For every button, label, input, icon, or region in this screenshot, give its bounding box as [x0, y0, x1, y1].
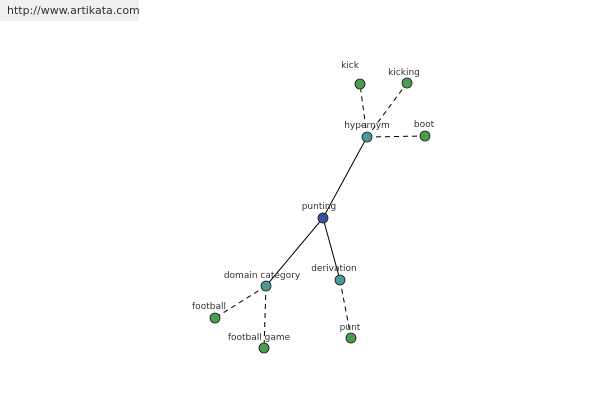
node-football-game[interactable] [258, 342, 270, 354]
label-football-game[interactable]: football game [228, 333, 291, 343]
node-punting[interactable] [317, 212, 329, 224]
edge-punting-domain-category [265, 217, 324, 287]
graph-nodes [209, 77, 431, 354]
node-domain-category[interactable] [260, 280, 272, 292]
edge-punting-derivation [322, 217, 341, 281]
node-football[interactable] [209, 312, 221, 324]
node-hypernym[interactable] [361, 131, 373, 143]
edge-hypernym-boot [366, 135, 426, 138]
label-kick[interactable]: kick [341, 61, 360, 71]
graph-labels: punting hypernym domain category derivation… [192, 61, 435, 343]
site-url-link[interactable]: http://www.artikata.com [0, 0, 140, 21]
node-kick[interactable] [354, 78, 366, 90]
label-punting[interactable]: punting [302, 202, 337, 212]
node-boot[interactable] [419, 130, 431, 142]
node-punt[interactable] [345, 332, 357, 344]
edge-derivation-punt [339, 279, 352, 339]
label-boot[interactable]: boot [414, 120, 435, 130]
label-derivation[interactable]: derivation [311, 264, 357, 274]
label-hypernym[interactable]: hypernym [344, 121, 390, 131]
edge-hypernym-kicking [366, 82, 408, 138]
edge-domain-category-football-game [263, 285, 267, 349]
label-kicking[interactable]: kicking [388, 68, 420, 78]
label-football[interactable]: football [192, 302, 226, 312]
label-punt[interactable]: punt [340, 323, 361, 333]
node-derivation[interactable] [334, 274, 346, 286]
graph-edges [214, 82, 426, 349]
edge-punting-hypernym [322, 136, 368, 219]
edge-domain-category-football [214, 285, 267, 319]
node-kicking[interactable] [401, 77, 413, 89]
label-domain-category[interactable]: domain category [224, 271, 301, 281]
